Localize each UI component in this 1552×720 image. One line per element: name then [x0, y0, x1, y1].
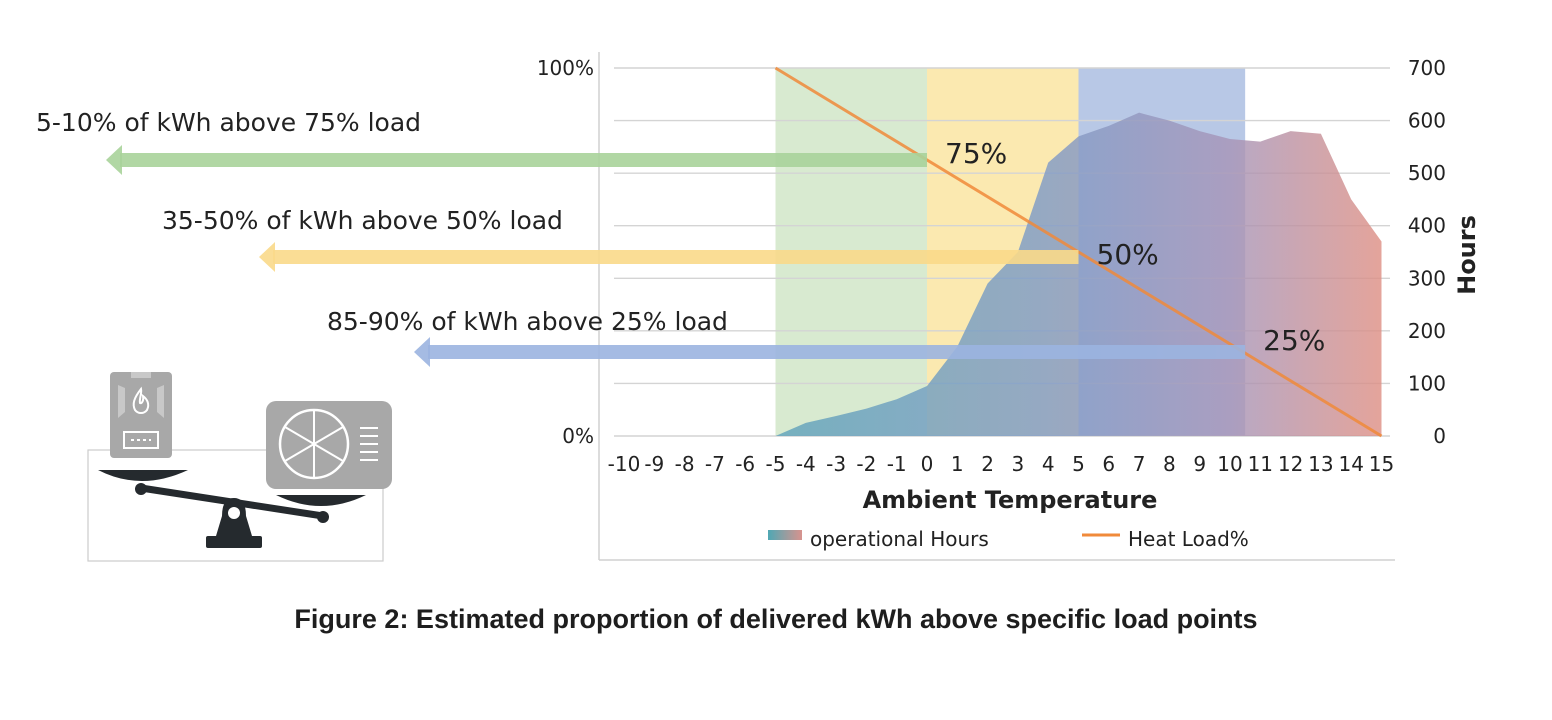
x-tick-25: 15	[1369, 452, 1394, 476]
legend-label-operational-hours: operational Hours	[810, 527, 989, 551]
illustration-frame	[87, 449, 384, 562]
callout-arrowhead-0	[106, 145, 122, 175]
x-tick-20: 10	[1217, 452, 1242, 476]
right-tick-2: 500	[1408, 161, 1446, 185]
legend: operational Hours Heat Load%	[768, 527, 1249, 551]
x-tick-24: 14	[1338, 452, 1363, 476]
x-tick-17: 7	[1133, 452, 1146, 476]
x-tick-11: 1	[951, 452, 964, 476]
x-tick-21: 11	[1248, 452, 1273, 476]
figure-caption: Figure 2: Estimated proportion of delive…	[294, 604, 1258, 634]
callout-label-1: 35-50% of kWh above 50% load	[162, 206, 563, 235]
x-tick-0: -10	[608, 452, 641, 476]
right-tick-4: 300	[1408, 266, 1446, 290]
x-tick-18: 8	[1163, 452, 1176, 476]
left-tick-0: 100%	[537, 56, 594, 80]
load-marker-1: 50%	[1097, 238, 1159, 271]
callout-arrow-1	[273, 250, 1079, 264]
legend-label-heat-load: Heat Load%	[1128, 527, 1249, 551]
x-tick-23: 13	[1308, 452, 1333, 476]
x-tick-14: 4	[1042, 452, 1055, 476]
load-marker-2: 25%	[1263, 324, 1325, 357]
x-tick-2: -8	[675, 452, 695, 476]
right-tick-3: 400	[1408, 214, 1446, 238]
callout-arrowhead-2	[414, 337, 430, 367]
x-tick-16: 6	[1102, 452, 1115, 476]
x-tick-7: -3	[826, 452, 846, 476]
right-tick-5: 200	[1408, 319, 1446, 343]
load-markers: 75% 50% 25%	[945, 137, 1325, 357]
x-tick-9: -1	[887, 452, 907, 476]
left-axis-ticks: 100% 0%	[537, 56, 594, 448]
heat-pump-icon	[266, 401, 392, 489]
x-tick-15: 5	[1072, 452, 1085, 476]
left-tick-1: 0%	[562, 424, 594, 448]
x-tick-8: -2	[856, 452, 876, 476]
legend-swatch-operational-hours	[768, 530, 802, 540]
right-axis-title: Hours	[1453, 215, 1481, 295]
x-tick-22: 12	[1278, 452, 1303, 476]
gas-boiler-icon	[110, 372, 172, 458]
x-tick-10: 0	[921, 452, 934, 476]
load-marker-0: 75%	[945, 137, 1007, 170]
right-tick-6: 100	[1408, 371, 1446, 395]
x-tick-4: -6	[735, 452, 755, 476]
callout-arrowhead-1	[259, 242, 275, 272]
right-tick-7: 0	[1433, 424, 1446, 448]
right-tick-1: 600	[1408, 109, 1446, 133]
callout-arrow-2	[428, 345, 1246, 359]
x-tick-5: -5	[766, 452, 786, 476]
x-tick-3: -7	[705, 452, 725, 476]
x-axis-title: Ambient Temperature	[863, 486, 1158, 514]
right-axis-ticks: 700 600 500 400 300 200 100 0	[1408, 56, 1446, 448]
x-tick-1: -9	[644, 452, 664, 476]
x-tick-6: -4	[796, 452, 816, 476]
callout-label-2: 85-90% of kWh above 25% load	[327, 307, 728, 336]
balance-scale-icon	[87, 372, 392, 562]
scale-body	[98, 470, 366, 548]
x-tick-12: 2	[981, 452, 994, 476]
x-tick-19: 9	[1193, 452, 1206, 476]
callout-arrow-0	[120, 153, 927, 167]
callout-label-0: 5-10% of kWh above 75% load	[36, 108, 421, 137]
x-tick-13: 3	[1012, 452, 1025, 476]
right-tick-0: 700	[1408, 56, 1446, 80]
callout-arrows: 5-10% of kWh above 75% load 35-50% of kWh…	[36, 108, 1246, 367]
